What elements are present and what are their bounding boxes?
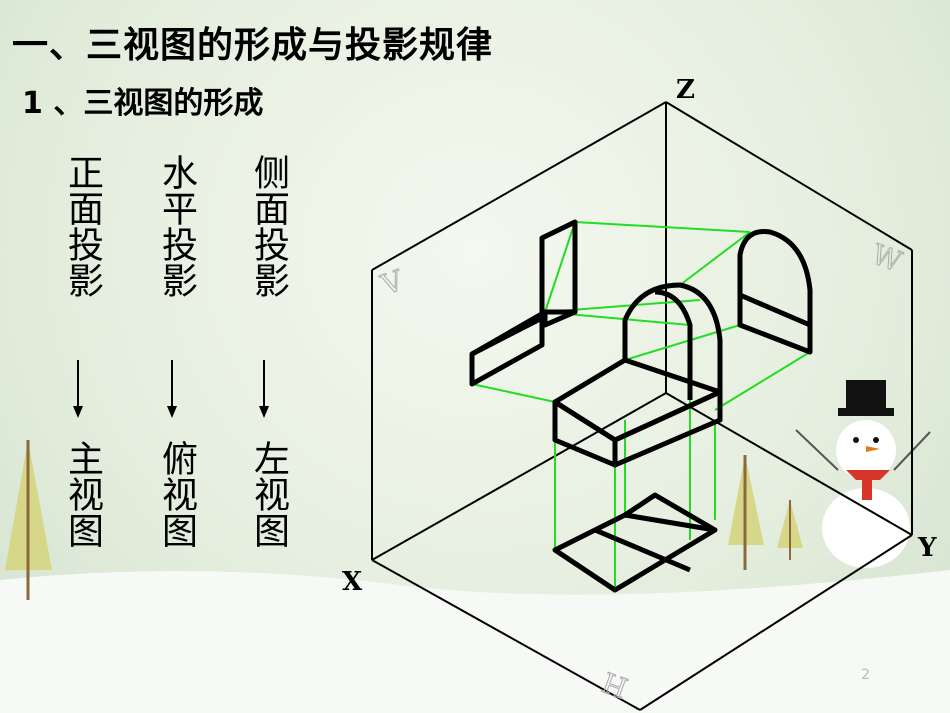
axis-y-label: Y <box>917 533 937 563</box>
axis-x-label: X <box>342 567 363 597</box>
arrow-down-icon <box>73 360 83 418</box>
axis-z-label: Z <box>676 75 695 105</box>
projection-box <box>371 101 913 711</box>
front-view-shape <box>469 219 578 387</box>
arrow-down-icon <box>167 360 177 418</box>
side-view-shape <box>737 228 813 355</box>
tree-icon <box>5 440 52 600</box>
tree-icon <box>777 500 803 560</box>
view-name: 主视图 <box>62 440 103 548</box>
snowman-icon <box>795 380 931 568</box>
plane-v-label: V <box>376 263 408 302</box>
projection-name: 正面投影 <box>62 154 103 298</box>
view-name: 俯视图 <box>156 440 197 548</box>
projection-name: 侧面投影 <box>248 154 289 298</box>
object-shape <box>552 282 723 468</box>
projection-name: 水平投影 <box>156 154 197 298</box>
slide-title: 一、三视图的形成与投影规律 <box>12 25 494 66</box>
snow-ground <box>0 570 950 713</box>
view-name: 左视图 <box>248 440 289 548</box>
tree-icon <box>728 455 764 570</box>
section-subtitle: 1 、三视图的形成 <box>22 86 264 121</box>
page-number: 2 <box>861 667 870 683</box>
top-view-shape <box>552 492 718 593</box>
arrow-down-icon <box>259 360 269 418</box>
